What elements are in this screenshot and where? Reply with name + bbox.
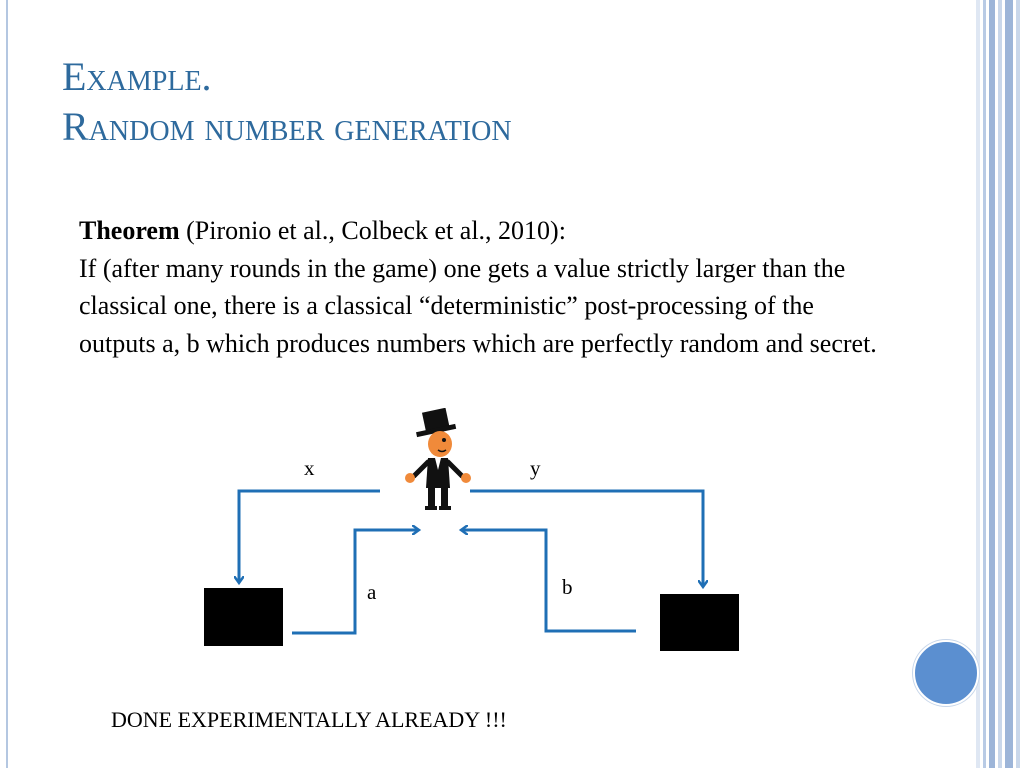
right-black-box (660, 594, 739, 651)
accent-circle (913, 640, 979, 706)
arrow-x (239, 489, 380, 582)
left-black-box (204, 588, 283, 646)
theorem-heading: Theorem (Pironio et al., Colbeck et al.,… (79, 212, 879, 250)
decorative-stripes (976, 0, 1024, 768)
title-line-2: Random number generation (62, 104, 512, 149)
theorem-statement: If (after many rounds in the game) one g… (79, 253, 877, 358)
arrow-a (292, 530, 418, 635)
title-line-1: Example. (62, 54, 212, 99)
arrow-y (470, 489, 703, 586)
theorem-text: Theorem (Pironio et al., Colbeck et al.,… (79, 212, 879, 362)
slide-title: Example. Random number generation (62, 52, 922, 152)
label-x: x (304, 456, 315, 480)
left-frame-line (6, 0, 8, 768)
theorem-citation: (Pironio et al., Colbeck et al., 2010): (179, 216, 566, 245)
footer-note: DONE EXPERIMENTALLY ALREADY !!! (111, 707, 507, 732)
arrow-b (462, 530, 636, 633)
label-a: a (367, 580, 377, 604)
label-y: y (530, 456, 541, 480)
theorem-label: Theorem (79, 216, 180, 245)
label-b: b (562, 575, 573, 599)
top-hat-man-icon (405, 408, 471, 510)
